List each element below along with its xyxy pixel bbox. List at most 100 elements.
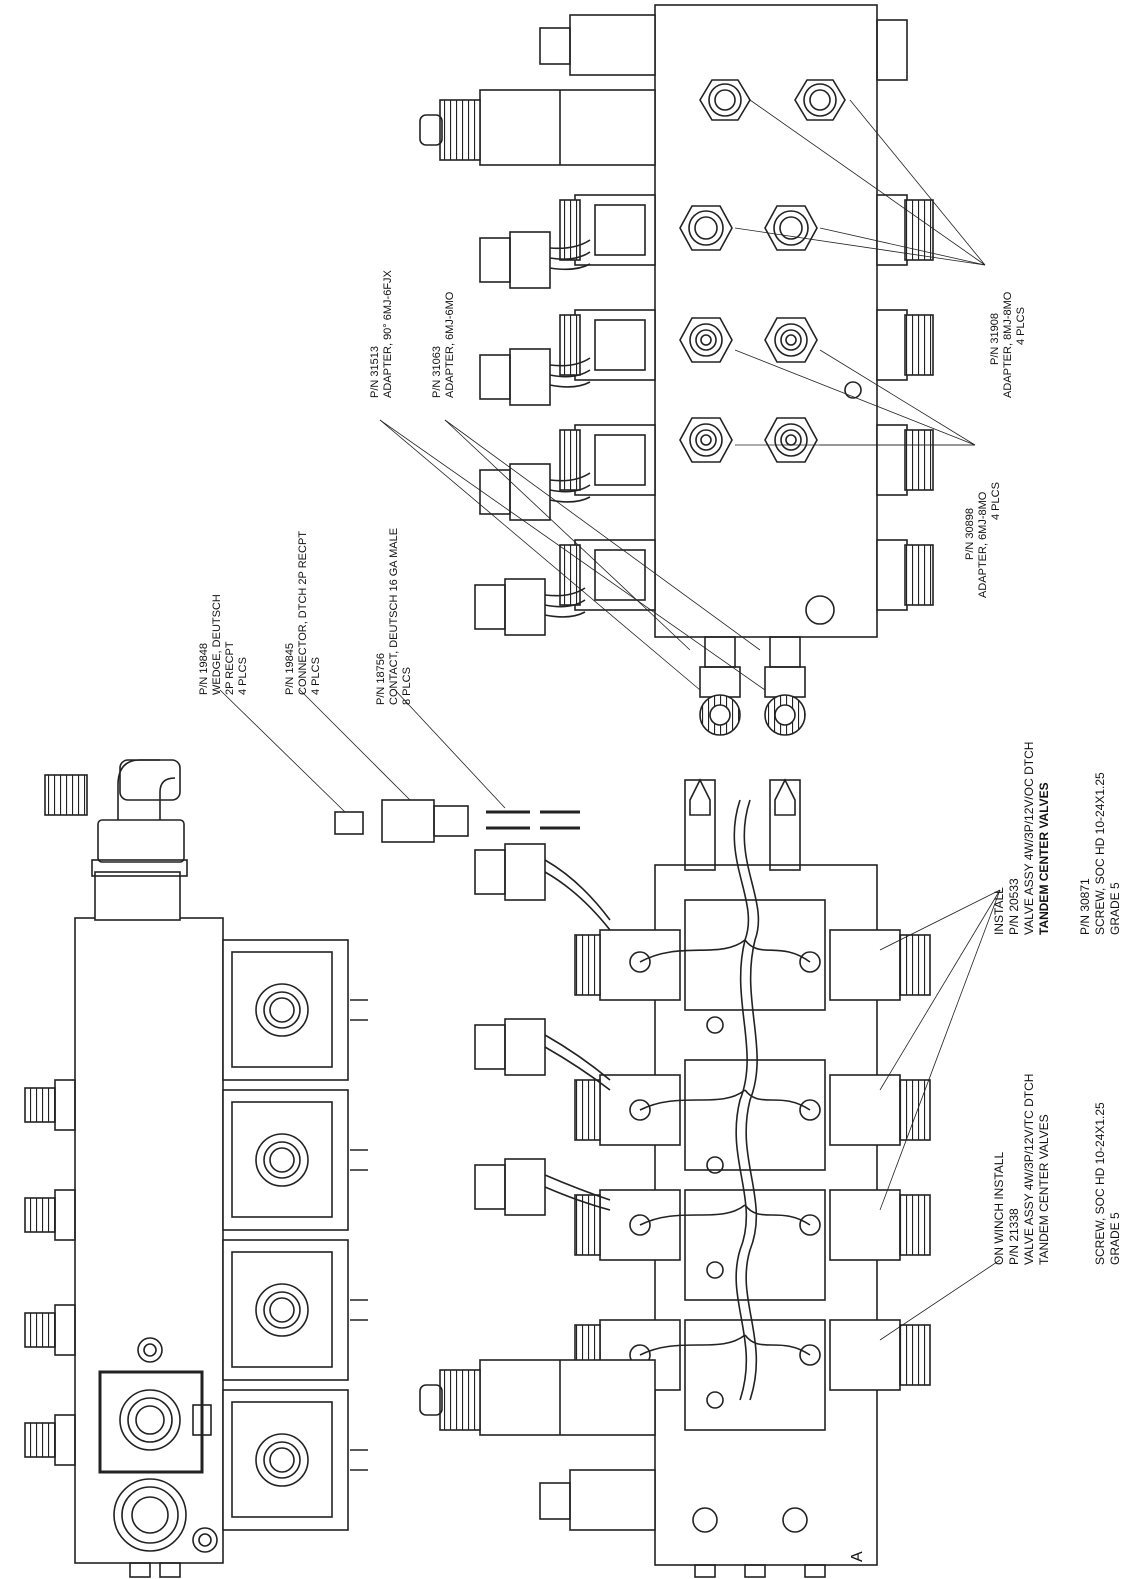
- left-fitting-nut: [91, 859, 188, 877]
- bottom-plug-fittings: [694, 1564, 826, 1578]
- left-solenoid-coil: [222, 1389, 368, 1531]
- bottom-cartridge: [539, 1469, 656, 1531]
- callout-screw-b-line2: GRADE 5: [1108, 1212, 1122, 1265]
- callout-adapter-6mo: P/N 31063 ADAPTER, 6MJ-6MO: [431, 291, 456, 398]
- top-plug-large: [805, 595, 835, 625]
- bottom-valve-section: [574, 1059, 931, 1174]
- callout-wedge-line1: WEDGE, DEUTSCH: [211, 594, 223, 695]
- callout-adapter-6mo-line1: ADAPTER, 6MJ-6MO: [444, 291, 456, 398]
- exploded-parts: [334, 799, 580, 843]
- left-fitting-base: [94, 871, 181, 921]
- left-elbow-jic-end: [44, 774, 88, 816]
- bottom-plug: [692, 1507, 718, 1533]
- left-solenoid-coil: [222, 1089, 368, 1231]
- top-deutsch-connector: [479, 348, 591, 406]
- wire-loop: [639, 1089, 811, 1111]
- left-elbow-head: [119, 759, 181, 801]
- left-manifold-view: [24, 759, 368, 1578]
- callout-adapter-8mj-pn: P/N 31908: [989, 313, 1001, 365]
- bottom-deutsch-connector: [474, 1158, 611, 1216]
- callout-screw-a-line1: SCREW, SOC HD 10-24X1.25: [1093, 772, 1107, 935]
- callout-contact-line1: CONTACT, DEUTSCH 16 GA MALE: [388, 528, 400, 705]
- top-deutsch-connector: [479, 231, 591, 289]
- callout-connector: P/N 19845 CONNECTOR, DTCH 2P RECPT 4 PLC…: [284, 531, 322, 695]
- top-adapter-8mo: [679, 317, 733, 363]
- callout-adapter-8mj: P/N 31908 ADAPTER, 8MJ-8MO 4 PLCS: [989, 291, 1027, 398]
- callout-screw-b: SCREW, SOC HD 10-24X1.25 GRADE 5: [1093, 1102, 1122, 1265]
- callout-install-tc-line3: VALVE ASSY 4W/3P/12V/TC DTCH: [1022, 1074, 1036, 1265]
- callout-adapter-8mj-line2: 4 PLCS: [1015, 307, 1027, 345]
- callout-screw-a-line2: GRADE 5: [1108, 882, 1122, 935]
- callout-contact-line2: 8 PLCS: [401, 667, 413, 705]
- wire-harness: [743, 799, 760, 1401]
- callout-contact-pn: P/N 18756: [375, 653, 387, 705]
- leader-lines: [219, 99, 1001, 1341]
- bottom-manifold-view: [419, 778, 931, 1578]
- bottom-valve-section: [574, 899, 931, 1034]
- left-check-cartridge: [113, 1478, 218, 1553]
- top-adapter-90: [699, 636, 741, 736]
- left-relief-cartridge: [98, 1337, 212, 1474]
- callout-contact: P/N 18756 CONTACT, DEUTSCH 16 GA MALE 8 …: [375, 528, 413, 705]
- callout-adapter-8mo: P/N 30898 ADAPTER, 6MJ-8MO 4 PLCS: [964, 482, 1002, 598]
- connector-housing-part: [381, 799, 435, 843]
- top-coil: [559, 424, 656, 496]
- top-manifold-body: [654, 4, 878, 638]
- top-relief-valve: [419, 89, 656, 166]
- left-port-fitting: [24, 1414, 76, 1466]
- callout-adapter-90-pn: P/N 31513: [369, 346, 381, 398]
- top-coil-right: [876, 539, 934, 611]
- wire-loop: [639, 939, 811, 963]
- callout-install-tc-line1: ON WINCH INSTALL: [992, 1152, 1006, 1265]
- wire-loop: [639, 1204, 811, 1226]
- left-elbow-upper: [117, 759, 160, 820]
- callout-install-tc: ON WINCH INSTALL P/N 21338 VALVE ASSY 4W…: [992, 1074, 1051, 1265]
- top-adapter-8mj: [679, 205, 733, 251]
- bottom-fitting-tip: [689, 778, 711, 816]
- bottom-fitting: [684, 779, 716, 871]
- bottom-relief-valve: [419, 1359, 656, 1436]
- connector-body-part: [433, 805, 469, 837]
- top-adapter-8mj: [764, 205, 818, 251]
- callout-wedge: P/N 19848 WEDGE, DEUTSCH 2P RECPT 4 PLCS: [198, 594, 249, 695]
- top-coil-right: [876, 309, 934, 381]
- callout-wedge-line2: 2P RECPT: [224, 641, 236, 695]
- callout-adapter-90-line1: ADAPTER, 90° 6MJ-6FJX: [382, 269, 394, 398]
- left-plug-fittings: [129, 1562, 181, 1578]
- callout-screw-a-pn: P/N 30871: [1078, 878, 1092, 935]
- top-coil: [559, 309, 656, 381]
- top-manifold-view: [419, 4, 934, 736]
- callout-wedge-line3: 4 PLCS: [237, 657, 249, 695]
- top-coil: [559, 194, 656, 266]
- top-adapter-90: [764, 636, 806, 736]
- left-elbow-fitting: [97, 819, 185, 863]
- top-plug: [844, 381, 862, 399]
- callout-wedge-pn: P/N 19848: [198, 643, 210, 695]
- callout-install-oc-line3: VALVE ASSY 4W/3P/12V/OC DTCH: [1022, 742, 1036, 935]
- top-coil-right: [876, 424, 934, 496]
- left-solenoid-coil: [222, 939, 368, 1081]
- bottom-fitting: [769, 779, 801, 871]
- callout-install-oc: INSTALL P/N 20533 VALVE ASSY 4W/3P/12V/O…: [992, 742, 1051, 935]
- top-right-plug: [876, 19, 908, 81]
- callout-screw-a: P/N 30871 SCREW, SOC HD 10-24X1.25 GRADE…: [1078, 772, 1122, 935]
- bottom-plug: [782, 1507, 808, 1533]
- wire-loop: [639, 1334, 811, 1356]
- top-coil-right: [876, 194, 934, 266]
- wedge-part: [334, 811, 364, 835]
- wire-harness: [733, 799, 750, 1401]
- callout-adapter-8mj-line1: ADAPTER, 8MJ-8MO: [1002, 291, 1014, 398]
- top-adapter-8mo: [764, 417, 818, 463]
- view-letter: A: [849, 1551, 866, 1562]
- callout-install-tc-line2: P/N 21338: [1007, 1208, 1021, 1265]
- left-port-fitting: [24, 1304, 76, 1356]
- bottom-deutsch-connector: [474, 843, 611, 931]
- callout-adapter-8mo-pn: P/N 30898: [964, 508, 976, 560]
- callout-connector-pn: P/N 19845: [284, 643, 296, 695]
- callout-adapter-8mo-line1: ADAPTER, 6MJ-8MO: [977, 491, 989, 598]
- left-elbow-lower: [159, 777, 176, 820]
- callout-adapter-90: P/N 31513 ADAPTER, 90° 6MJ-6FJX: [369, 269, 394, 398]
- callout-install-tc-line4: TANDEM CENTER VALVES: [1037, 1114, 1051, 1265]
- top-coil: [559, 539, 656, 611]
